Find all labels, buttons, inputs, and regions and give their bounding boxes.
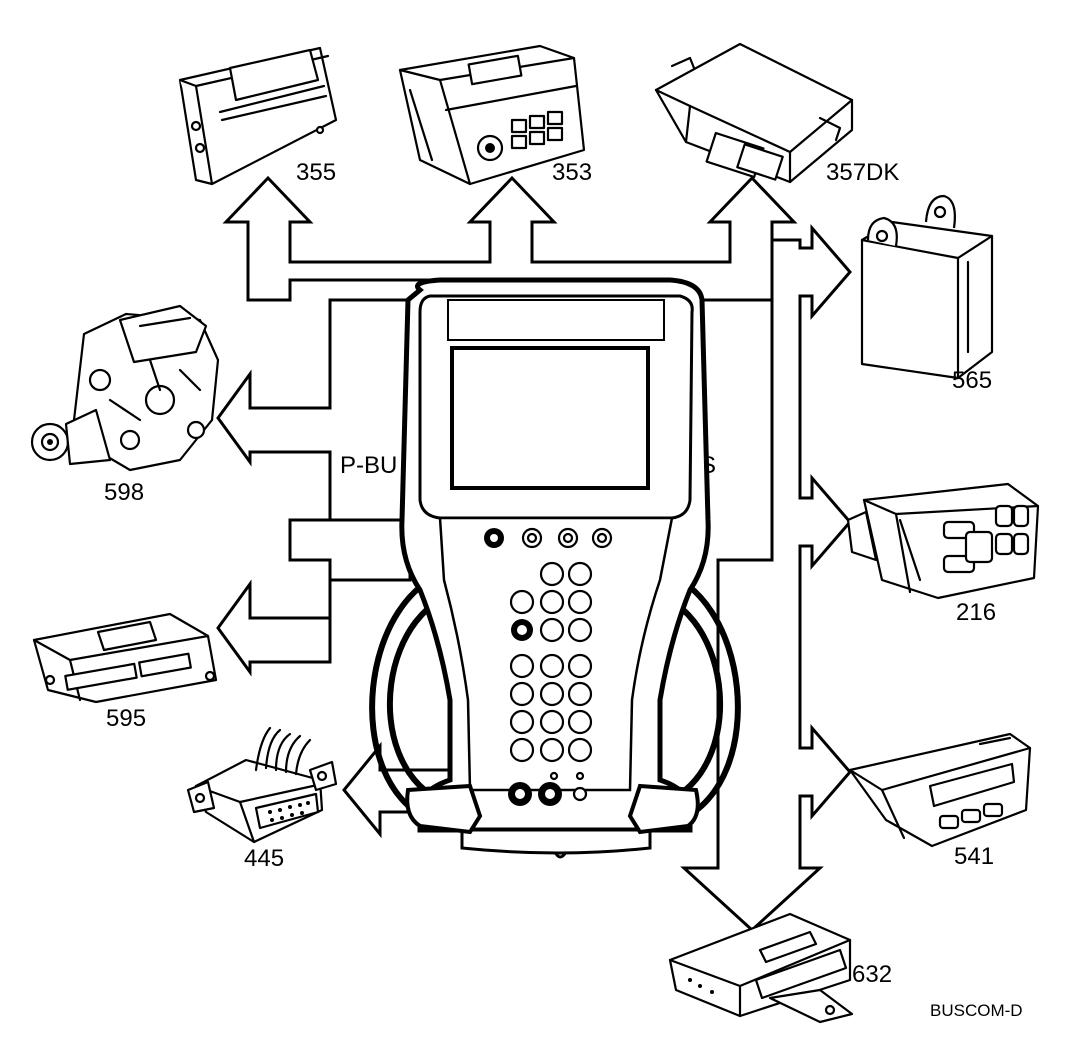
reference-code: BUSCOM-D <box>930 1001 1023 1020</box>
label-598: 598 <box>104 479 144 506</box>
component-353 <box>398 44 586 186</box>
component-541 <box>848 732 1032 848</box>
component-355 <box>178 46 338 186</box>
component-595 <box>32 612 218 704</box>
label-595: 595 <box>106 705 146 732</box>
diagnostic-tester <box>369 277 741 859</box>
component-565 <box>860 194 994 380</box>
component-632 <box>668 912 854 1024</box>
component-598 <box>30 304 220 472</box>
label-355: 355 <box>296 159 336 186</box>
label-541: 541 <box>954 843 994 870</box>
bus-label-left: P-BU <box>340 452 397 479</box>
component-445 <box>186 726 338 844</box>
label-632: 632 <box>852 961 892 988</box>
label-445: 445 <box>244 845 284 872</box>
bus-arrow-network <box>216 175 852 933</box>
label-353: 353 <box>552 159 592 186</box>
label-565: 565 <box>952 367 992 394</box>
component-357dk <box>654 42 854 184</box>
label-357dk: 357DK <box>826 159 899 186</box>
label-216: 216 <box>956 599 996 626</box>
component-216 <box>846 482 1040 600</box>
